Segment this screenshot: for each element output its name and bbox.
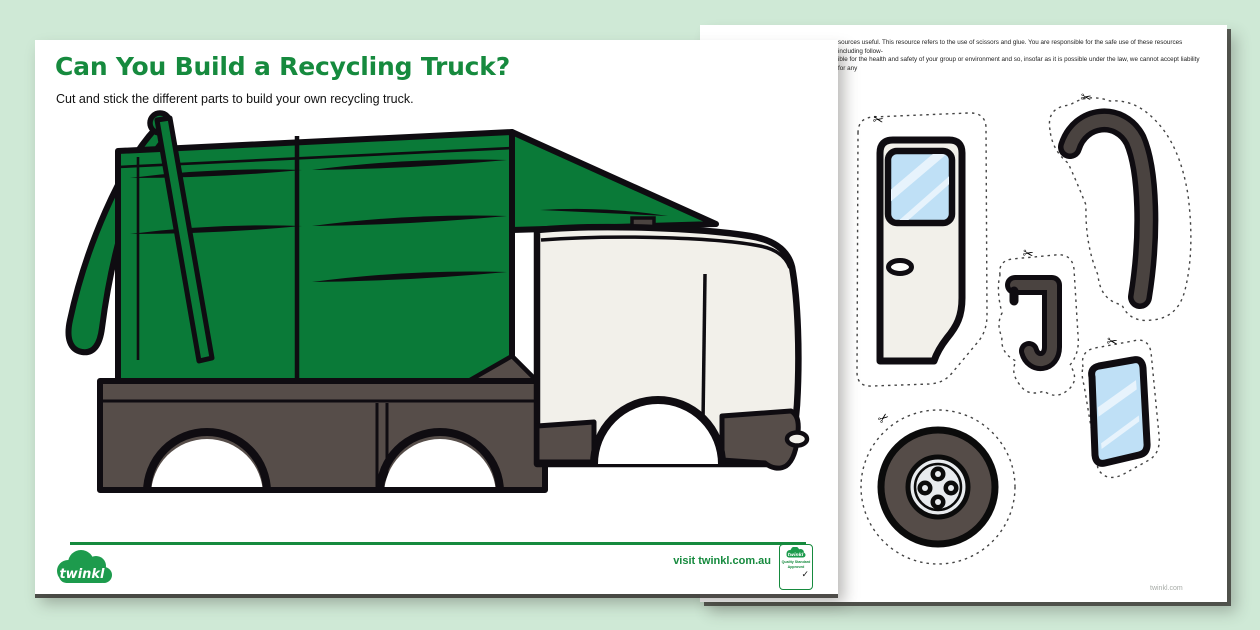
headlight <box>784 430 810 448</box>
body-rim-seam <box>117 146 513 169</box>
door-cut-line <box>856 112 988 387</box>
cutout-parts-illustration: ✂ ✂ ✂ ✂ <box>856 89 1192 565</box>
disclaimer-text: sources useful. This resource refers to … <box>838 39 1206 73</box>
wheel-lugs <box>917 466 959 510</box>
cab-roof-seam <box>540 235 792 269</box>
cutout-wheel: ✂ <box>860 409 1016 565</box>
disclaimer-line-2: ible for the health and safety of your g… <box>838 56 1200 72</box>
front-wedge <box>509 129 719 233</box>
twinkl-logo: twinkl <box>51 549 117 596</box>
footer-divider <box>70 542 806 545</box>
door-window <box>884 147 956 227</box>
badge-logo-icon: twinkl <box>786 547 806 558</box>
hub-ring <box>913 462 963 512</box>
bumper-front <box>719 408 801 471</box>
quality-badge: twinkl Quality Standard Approved ✓ <box>779 544 813 590</box>
scissors-icon: ✂ <box>1080 89 1093 105</box>
bumper-left <box>534 419 597 465</box>
arm-guard-fill <box>1063 113 1153 304</box>
door-handle <box>886 258 914 276</box>
visit-link: visit twinkl.com.au <box>673 555 771 567</box>
door-seam <box>701 273 707 423</box>
scissors-icon: ✂ <box>1105 333 1118 350</box>
page-subtitle: Cut and stick the different parts to bui… <box>56 92 414 106</box>
lift-arm-strut <box>154 115 215 364</box>
chassis-pillar-seam <box>375 403 389 488</box>
recycling-truck-illustration <box>65 110 810 540</box>
truck-body <box>115 115 719 386</box>
mid-wheel-arch <box>376 428 504 493</box>
twinkl-logo-text: twinkl <box>59 567 105 582</box>
door-window-shine <box>891 154 949 220</box>
watermark-text: twinkl.com <box>1150 585 1183 592</box>
badge-line-2: Approved <box>787 564 805 569</box>
cutout-arm-guard: ✂ <box>1048 89 1192 322</box>
worksheet-page: Can You Build a Recycling Truck? Cut and… <box>35 40 838 594</box>
hub <box>905 454 971 520</box>
cutout-mirror: ✂ <box>997 245 1080 396</box>
twinkl-logo-icon: twinkl <box>57 550 112 583</box>
scissors-icon: ✂ <box>1021 245 1034 262</box>
badge-logo-text: twinkl <box>788 552 804 558</box>
disclaimer-line-1: sources useful. This resource refers to … <box>838 39 1183 55</box>
cutout-door: ✂ <box>856 111 988 387</box>
badge-check-icon: ✓ <box>801 569 809 580</box>
cutout-window: ✂ <box>1081 333 1160 479</box>
wheel-cut-line <box>860 409 1016 565</box>
truck-cab <box>533 223 810 471</box>
page-title: Can You Build a Recycling Truck? <box>55 52 511 81</box>
badge-line-1: Quality Standard <box>781 560 811 564</box>
truck-chassis <box>97 378 548 540</box>
arm-cut-line <box>1048 97 1192 322</box>
rear-wheel-arch <box>143 428 271 493</box>
front-wheel-arch <box>590 396 726 465</box>
scissors-icon: ✂ <box>875 409 893 428</box>
mirror-fill <box>1010 280 1057 366</box>
scissors-icon: ✂ <box>871 111 885 128</box>
